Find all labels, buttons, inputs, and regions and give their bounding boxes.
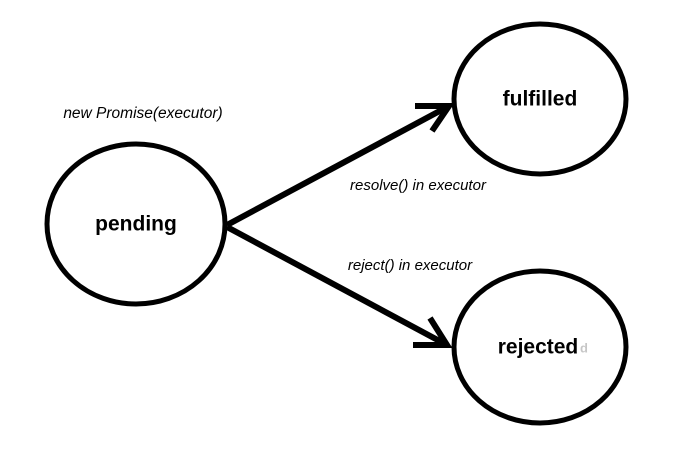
node-pending-label: pending — [95, 213, 177, 236]
edge-pending-to-fulfilled — [225, 103, 455, 228]
annotation-new-promise-executor: new Promise(executor) — [63, 105, 222, 122]
node-pending[interactable]: pending — [44, 141, 228, 307]
node-pending-ellipse[interactable] — [44, 141, 228, 307]
edge-line-reject — [225, 224, 449, 348]
node-rejected-ellipse[interactable] — [451, 268, 629, 426]
rejected-ghost-artifact: d — [580, 340, 588, 355]
node-rejected[interactable]: rejected d — [451, 268, 629, 426]
arrowhead-reject-icon — [413, 316, 453, 348]
edge-line-resolve — [225, 103, 451, 228]
edge-label-reject: reject() in executor — [348, 257, 473, 274]
edge-pending-to-rejected — [225, 224, 453, 348]
node-rejected-label: rejected — [498, 336, 579, 359]
node-fulfilled[interactable]: fulfilled — [451, 21, 629, 177]
node-fulfilled-label: fulfilled — [503, 88, 578, 111]
edge-label-resolve: resolve() in executor — [350, 177, 487, 194]
node-fulfilled-ellipse[interactable] — [451, 21, 629, 177]
arrowhead-resolve-icon — [415, 103, 455, 133]
